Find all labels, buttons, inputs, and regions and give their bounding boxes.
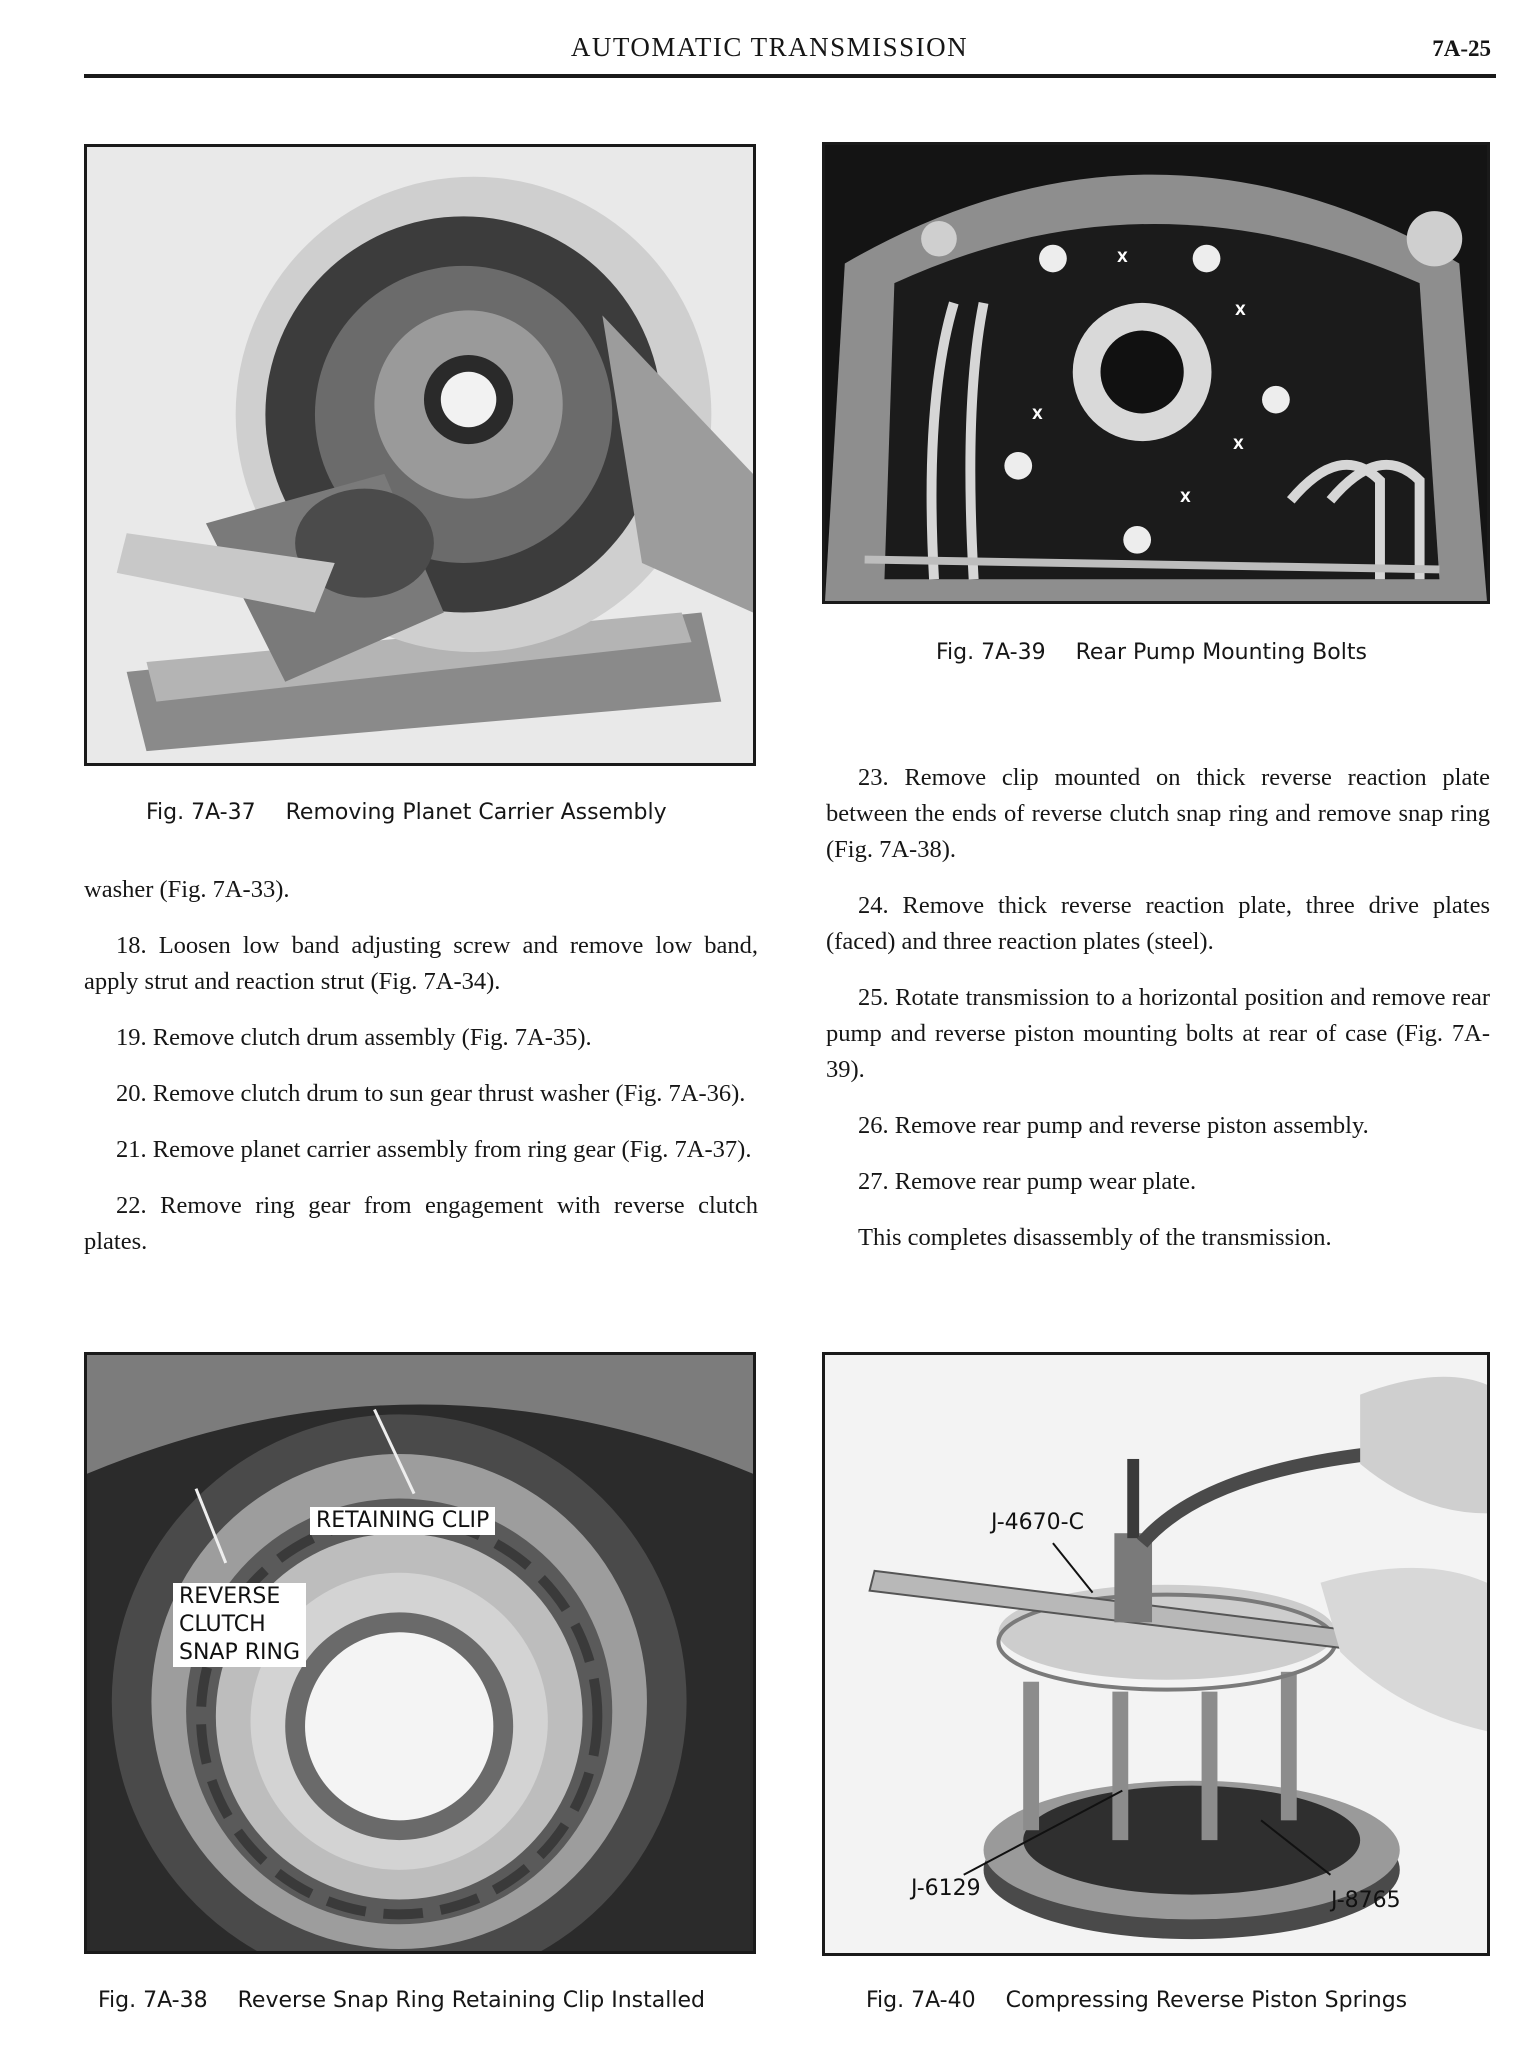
page-number: 7A-25	[1432, 36, 1491, 61]
figure-number: Fig. 7A-38	[98, 1988, 208, 2013]
paragraph: 26. Remove rear pump and reverse piston …	[858, 1112, 1369, 1139]
figure-7a-40-photo: J-4670-C J-6129 J-8765	[822, 1352, 1490, 1956]
bolt-x-mark: X	[1032, 407, 1043, 423]
paragraph: 23. Remove clip mounted on thick reverse…	[826, 764, 1490, 863]
figure-7a-40-caption: Fig. 7A-40 Compressing Reverse Piston Spr…	[866, 1988, 1407, 2013]
paragraph: 18. Loosen low band adjusting screw and …	[84, 932, 758, 995]
tool-label-j6129: J-6129	[911, 1876, 981, 1901]
bolt-x-mark: X	[1180, 490, 1191, 506]
figure-7a-38-photo: RETAINING CLIP REVERSE CLUTCH SNAP RING	[84, 1352, 756, 1954]
figure-title: Rear Pump Mounting Bolts	[1075, 640, 1367, 665]
right-text-column: 23. Remove clip mounted on thick reverse…	[826, 760, 1490, 1276]
figure-7a-37-photo	[84, 144, 756, 766]
paragraph: 27. Remove rear pump wear plate.	[858, 1168, 1197, 1195]
paragraph: This completes disassembly of the transm…	[858, 1224, 1332, 1251]
label-line: REVERSE	[179, 1584, 281, 1609]
figure-7a-39-caption: Fig. 7A-39 Rear Pump Mounting Bolts	[936, 640, 1367, 665]
paragraph: washer (Fig. 7A-33).	[84, 876, 290, 903]
label-line: SNAP RING	[179, 1640, 301, 1665]
reverse-clutch-snap-ring-label: REVERSE CLUTCH SNAP RING	[173, 1583, 307, 1667]
running-header: AUTOMATIC TRANSMISSION	[570, 32, 969, 62]
paragraph: 19. Remove clutch drum assembly (Fig. 7A…	[116, 1024, 592, 1051]
retaining-clip-label: RETAINING CLIP	[310, 1507, 496, 1535]
paragraph: 25. Rotate transmission to a horizontal …	[826, 984, 1490, 1083]
paragraph: 20. Remove clutch drum to sun gear thrus…	[116, 1080, 746, 1107]
figure-number: Fig. 7A-39	[936, 640, 1046, 665]
left-text-column: washer (Fig. 7A-33). 18. Loosen low band…	[84, 872, 758, 1280]
tool-label-j4670c: J-4670-C	[991, 1510, 1084, 1535]
figure-title: Removing Planet Carrier Assembly	[285, 800, 667, 825]
figure-title: Reverse Snap Ring Retaining Clip Install…	[237, 1988, 705, 2013]
figure-number: Fig. 7A-37	[146, 800, 256, 825]
tool-label-j8765: J-8765	[1331, 1888, 1401, 1913]
bolt-x-mark: X	[1235, 303, 1246, 319]
header-rule	[84, 74, 1496, 78]
figure-7a-38-caption: Fig. 7A-38 Reverse Snap Ring Retaining Cl…	[98, 1988, 705, 2013]
label-line: CLUTCH	[179, 1612, 266, 1637]
figure-7a-39-photo: X X X X X	[822, 142, 1490, 604]
figure-title: Compressing Reverse Piston Springs	[1005, 1988, 1408, 2013]
paragraph: 21. Remove planet carrier assembly from …	[116, 1136, 752, 1163]
paragraph: 22. Remove ring gear from engagement wit…	[84, 1192, 758, 1255]
paragraph: 24. Remove thick reverse reaction plate,…	[826, 892, 1490, 955]
bolt-x-mark: X	[1117, 250, 1128, 266]
bolt-x-mark: X	[1233, 437, 1244, 453]
figure-number: Fig. 7A-40	[866, 1988, 976, 2013]
figure-7a-37-caption: Fig. 7A-37 Removing Planet Carrier Assemb…	[146, 800, 667, 825]
